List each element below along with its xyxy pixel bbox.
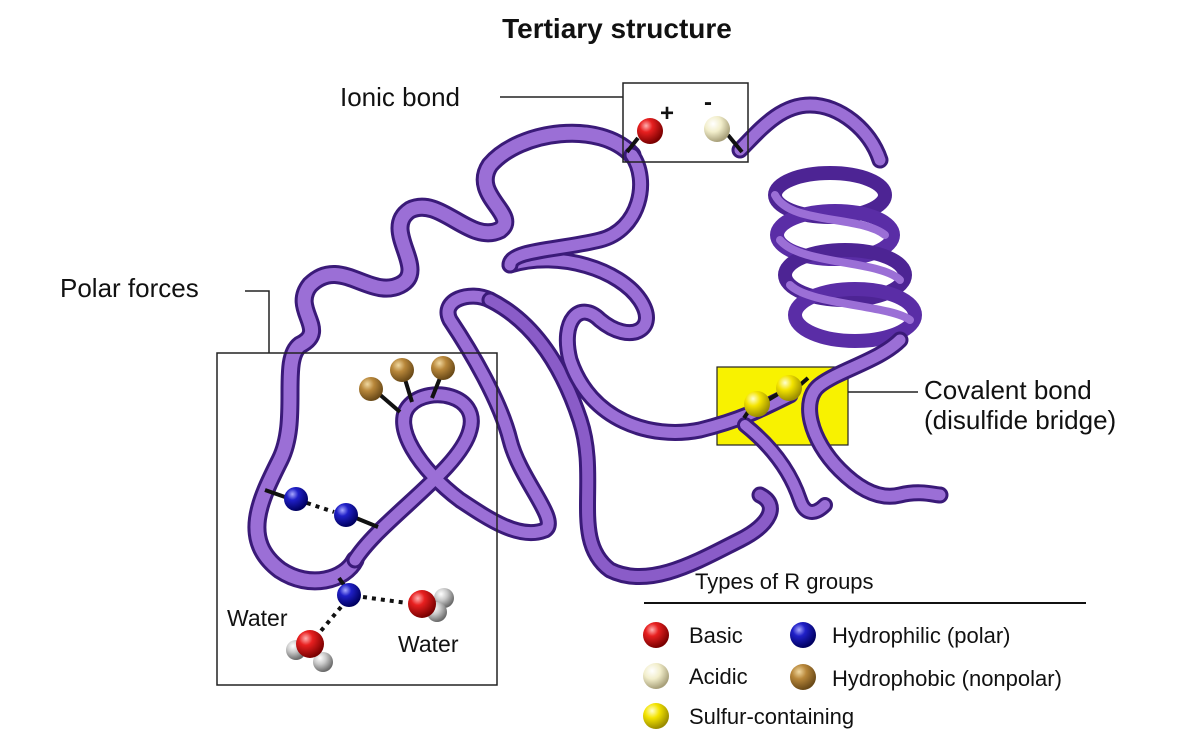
ribbon-strand-b [504,254,796,438]
hydrophobic-sphere [390,358,414,382]
disulfide-bridge-label: (disulfide bridge) [924,405,1116,435]
hydrophobic-cluster [359,356,455,414]
water-label-right: Water [398,631,459,657]
hydrophobic-sphere [431,356,455,380]
alpha-helix [768,166,922,348]
legend-label-sulfur: Sulfur-containing [689,704,854,729]
water-label-left: Water [227,605,288,631]
basic-stick [625,136,640,154]
ribbon-lower-tail [740,420,830,517]
legend-label-acidic: Acidic [689,664,748,689]
legend-swatch-sulfur [643,703,669,729]
legend-swatch-acidic [643,663,669,689]
covalent-bond-label: Covalent bond [924,375,1092,405]
legend-label-hydrophobic: Hydrophobic (nonpolar) [832,666,1062,691]
polar-forces-label: Polar forces [60,273,199,303]
water-hydrogen-sphere [313,652,333,672]
ribbon-backbone [250,126,639,588]
acidic-r-group-sphere [704,116,730,142]
ionic-bond-box [622,82,749,163]
acidic-stick [726,133,744,154]
legend-swatch-hydrophobic [790,664,816,690]
polar-forces-box [216,352,498,686]
basic-r-group-sphere [637,118,663,144]
legend-label-hydrophilic: Hydrophilic (polar) [832,623,1011,648]
ribbon-helix-tail [804,334,946,502]
water-oxygen-sphere [408,590,436,618]
sulfur-sphere [744,391,770,417]
ribbon-loop [349,290,554,566]
legend-title: Types of R groups [695,569,874,594]
hydrophilic-pair [264,487,379,529]
legend-swatch-basic [643,622,669,648]
ribbon-top-loop [504,99,886,271]
hydrophilic-sphere [337,583,361,607]
protein-ribbon [247,96,949,591]
polar-forces-leader [245,290,270,353]
ionic-bond-label: Ionic bond [340,82,460,112]
legend: Types of R groups Basic Hydrophilic (pol… [643,569,1086,729]
legend-label-basic: Basic [689,623,743,648]
hydrophobic-sphere [359,377,383,401]
diagram-title: Tertiary structure [502,13,732,44]
minus-sign: - [704,89,712,116]
legend-swatch-hydrophilic [790,622,816,648]
hydrophilic-sphere [334,503,358,527]
plus-sign: + [660,100,674,127]
water-oxygen-sphere [296,630,324,658]
hydrophilic-sphere [284,487,308,511]
disulfide-bridge [742,375,810,420]
hydrophilic-water-group [286,576,454,672]
ribbon-strand-a [484,294,776,583]
sulfur-sphere [776,375,802,401]
